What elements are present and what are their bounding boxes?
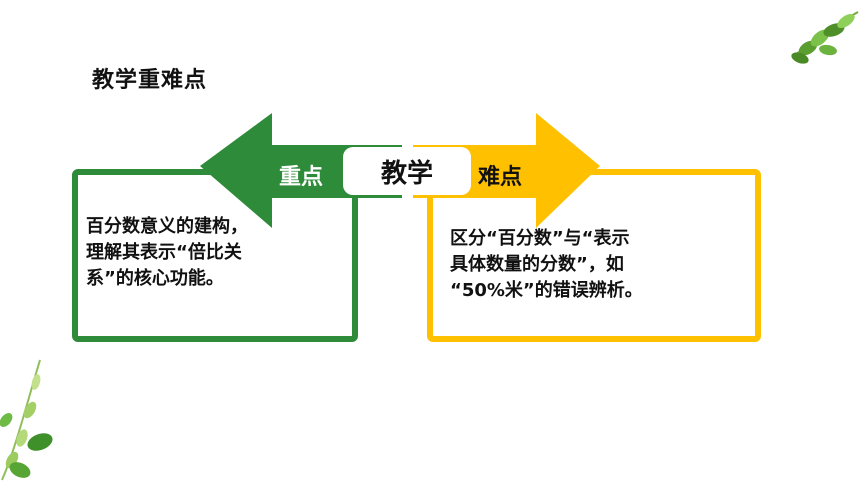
key-point-line: 系”的核心功能。 (86, 268, 224, 289)
difficult-point-line: “50%米”的错误辨析。 (450, 280, 643, 301)
difficult-point-line: 具体数量的分数”，如 (450, 254, 624, 275)
difficult-point-box (427, 169, 761, 342)
difficult-point-arrow (413, 113, 600, 228)
leaf-decoration-bottom-left (0, 359, 53, 481)
difficult-point-label: 难点 (478, 165, 523, 190)
center-label: 教学 (343, 147, 471, 195)
difficult-point-text: 区分“百分数”与“表示 具体数量的分数”，如 “50%米”的错误辨析。 (450, 226, 750, 304)
slide-title: 教学重难点 (92, 68, 208, 93)
difficult-point-line: 区分“百分数”与“表示 (450, 228, 630, 249)
leaf-decoration-top-right (791, 11, 859, 64)
key-point-label: 重点 (279, 165, 324, 190)
key-point-text: 百分数意义的建构， 理解其表示“倍比关 系”的核心功能。 (86, 214, 348, 292)
key-point-arrow (200, 113, 402, 228)
key-point-line: 理解其表示“倍比关 (86, 242, 242, 263)
key-point-line: 百分数意义的建构， (86, 216, 248, 237)
